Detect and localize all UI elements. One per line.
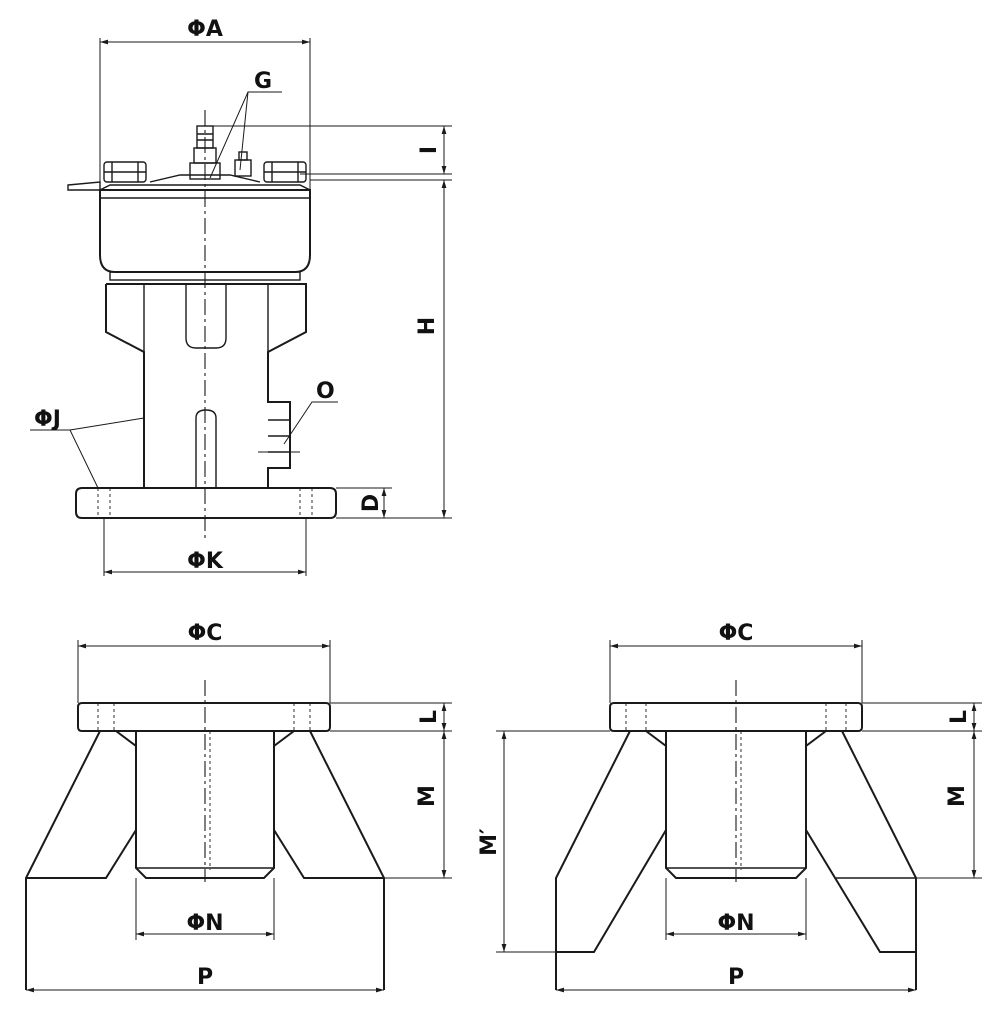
label-G: G xyxy=(254,69,272,94)
label-phiK: ΦK xyxy=(187,549,224,574)
label-L-left: L xyxy=(417,710,442,724)
left-leg-r xyxy=(273,730,384,879)
label-M-right: M xyxy=(945,785,970,807)
side-port xyxy=(268,419,290,453)
label-phiN-left: ΦN xyxy=(186,911,223,936)
lower-slot xyxy=(195,409,217,488)
label-phiJ: ΦJ xyxy=(34,407,61,432)
stand-view-right: ΦC L M M′ ΦN P xyxy=(477,621,982,993)
stand-right-contour xyxy=(106,283,307,488)
upper-slot xyxy=(185,284,227,349)
stand-flange-right xyxy=(609,702,863,732)
right-leg-l xyxy=(556,730,667,953)
label-L-right: L xyxy=(947,710,972,724)
mounting-tab xyxy=(67,181,101,191)
label-H: H xyxy=(415,317,440,335)
label-P-left: P xyxy=(197,965,213,990)
side-fitting xyxy=(234,159,252,177)
base-flange xyxy=(75,487,337,519)
label-phiC-right: ΦC xyxy=(719,621,754,646)
label-D: D xyxy=(359,494,384,512)
vibrator-assembly-view: ΦA G I H O ΦJ D ΦK xyxy=(30,17,452,576)
stand-flange-left xyxy=(77,702,331,732)
label-phiC-left: ΦC xyxy=(188,621,223,646)
label-phiA: ΦA xyxy=(187,17,223,42)
right-leg-r xyxy=(805,730,916,953)
label-phiN-right: ΦN xyxy=(717,911,754,936)
stand-view-left: ΦC L M ΦN P xyxy=(25,621,452,993)
label-Mprime: M′ xyxy=(477,828,502,856)
label-I: I xyxy=(417,146,442,154)
left-leg-l xyxy=(26,730,137,879)
label-P-right: P xyxy=(728,965,744,990)
label-O: O xyxy=(316,379,335,404)
label-M-left: M xyxy=(415,785,440,807)
stand-left-contour xyxy=(105,284,145,488)
